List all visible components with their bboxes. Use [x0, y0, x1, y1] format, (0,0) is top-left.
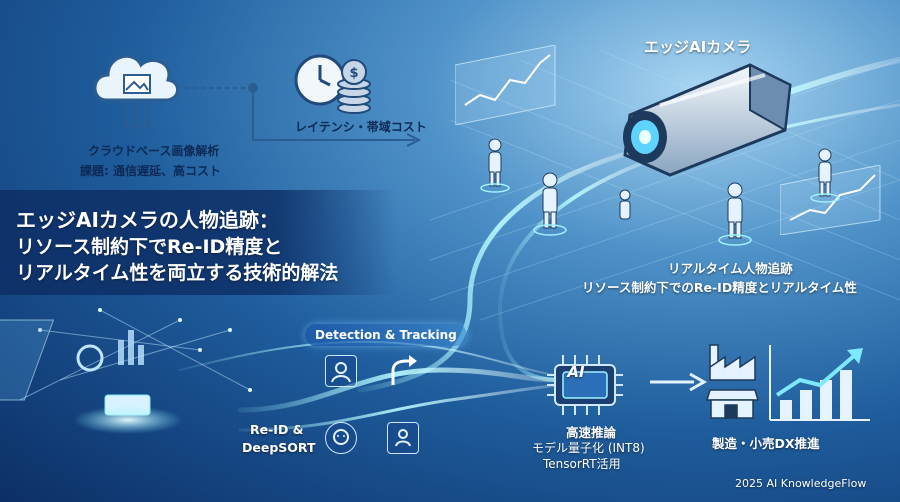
- network-nodes: [38, 308, 252, 392]
- cloud-caption-line1: クラウドベース画像解析: [88, 144, 220, 158]
- tracking-caption-line2: リソース制約下でのRe-ID精度とリアルタイム性: [582, 280, 857, 295]
- person-id-icon: [387, 422, 419, 454]
- reid-label-line1: Re-ID &: [250, 422, 304, 437]
- title-line2: リソース制約下でRe-ID精度と: [16, 236, 283, 258]
- dx-growth-chart-icon: [769, 345, 870, 421]
- cost-connector: [185, 83, 422, 147]
- camera-icon: [623, 63, 792, 177]
- reid-label-line2: DeepSORT: [242, 440, 316, 455]
- person-icon: [818, 148, 832, 197]
- chart-icon-right: [780, 165, 881, 235]
- person-icon: [727, 182, 743, 239]
- network-lines: [19, 309, 251, 401]
- title-band: エッジAIカメラの人物追跡： リソース制約下でRe-ID精度と リアルタイム性を…: [0, 190, 395, 295]
- detection-label: Detection & Tracking: [305, 324, 467, 346]
- footer-credit: 2025 AI KnowledgeFlow: [735, 477, 867, 490]
- person-icon: [619, 189, 631, 220]
- inference-line1: モデル量子化 (INT8): [532, 441, 645, 455]
- latency-caption: レイテンシ・帯域コスト: [295, 120, 427, 134]
- edge-device-hologram: [0, 319, 183, 434]
- camera-label: エッジAIカメラ: [644, 38, 752, 56]
- cloud-caption-line2: 課題: 通信遅延、高コスト: [80, 164, 221, 178]
- arrow-icon: [391, 355, 417, 385]
- chip-icon: [547, 355, 623, 415]
- tracking-caption-line1: リアルタイム人物追跡: [668, 261, 793, 276]
- dx-label: 製造・小売DX推進: [712, 436, 820, 451]
- title-line1: エッジAIカメラの人物追跡：: [16, 208, 279, 232]
- person-icon: [542, 172, 558, 229]
- clock-coins-icon: $: [294, 54, 371, 114]
- cloud-image-icon: [93, 54, 179, 130]
- person-frame-icon: [325, 355, 357, 387]
- face-icon: [325, 422, 357, 454]
- factory-store-icon: [705, 344, 760, 419]
- dx-arrow-icon: [650, 372, 708, 392]
- chip-label: AI: [567, 363, 585, 381]
- title-line3: リアルタイム性を両立する技術的解法: [16, 262, 339, 284]
- chart-icon-upper: [455, 45, 556, 125]
- inference-title: 高速推論: [566, 425, 617, 440]
- inference-line2: TensorRT活用: [543, 457, 621, 471]
- people-figures: [480, 138, 840, 246]
- svg-text:$: $: [349, 66, 358, 81]
- person-icon: [488, 138, 502, 187]
